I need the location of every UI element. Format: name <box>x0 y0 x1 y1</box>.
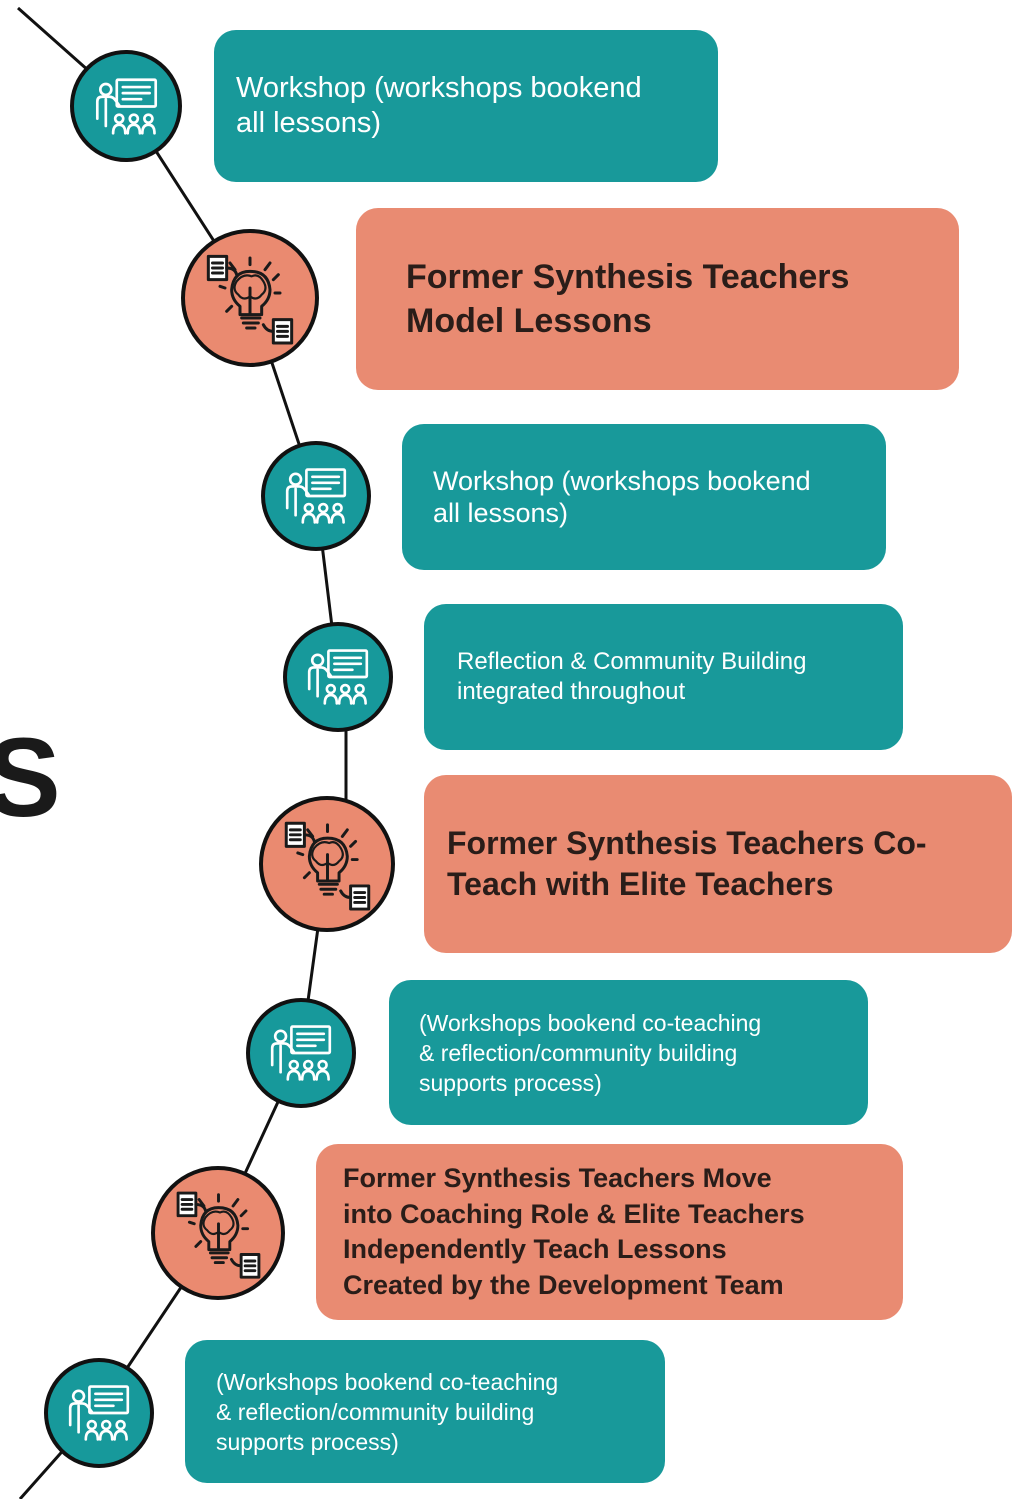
step-text-line: all lessons) <box>433 498 569 528</box>
step-text-line: Workshop (workshops bookend <box>236 72 642 104</box>
step-text-line: all lessons) <box>236 107 382 139</box>
workshop-step-box: (Workshops bookend co-teaching & reflecti… <box>185 1340 665 1483</box>
step-text-line: Former Synthesis Teachers <box>406 258 850 296</box>
step-text-line: into Coaching Role & Elite Teachers <box>343 1198 805 1229</box>
step-text-line: (Workshops bookend co-teaching <box>216 1368 559 1395</box>
step-text-line: Model Lessons <box>406 302 652 340</box>
step-text-line: Former Synthesis Teachers Move <box>343 1163 772 1193</box>
model-step-box: Former Synthesis Teachers Co- Teach with … <box>424 775 1012 953</box>
presentation-icon <box>302 641 374 713</box>
workshop-step-node <box>283 622 393 732</box>
lightbulb-idea-icon <box>278 815 377 914</box>
step-text-line: & reflection/community building <box>216 1398 535 1425</box>
step-text-line: supports process) <box>419 1069 602 1096</box>
presentation-icon <box>63 1377 135 1449</box>
step-text-line: Workshop (workshops bookend <box>433 466 811 496</box>
step-text-line: Independently Teach Lessons <box>343 1234 727 1264</box>
step-text-line: & reflection/community building <box>419 1039 738 1066</box>
step-text-line: Created by the Development Team <box>343 1269 784 1300</box>
model-step-node <box>259 796 395 932</box>
workshop-step-node <box>70 50 182 162</box>
workshop-step-node <box>246 998 356 1108</box>
step-text-line: (Workshops bookend co-teaching <box>419 1009 762 1036</box>
presentation-icon <box>265 1017 337 1089</box>
workshop-step-node <box>44 1358 154 1468</box>
workshop-step-node <box>261 441 371 551</box>
step-text-line: supports process) <box>216 1428 399 1455</box>
workshop-step-box: Reflection & Community Building integrate… <box>424 604 903 750</box>
model-step-node <box>151 1166 285 1300</box>
model-step-box: Former Synthesis Teachers Move into Coach… <box>316 1144 903 1320</box>
step-text-line: Former Synthesis Teachers Co- <box>447 825 927 861</box>
presentation-icon <box>90 70 163 143</box>
lightbulb-idea-icon <box>200 248 300 348</box>
step-text-line: Reflection & Community Building <box>457 648 807 675</box>
lightbulb-idea-icon <box>170 1185 267 1282</box>
step-text-line: Teach with Elite Teachers <box>447 866 834 902</box>
cropped-title-letter: S <box>0 715 61 840</box>
workshop-step-box: (Workshops bookend co-teaching & reflecti… <box>389 980 868 1125</box>
model-step-node <box>181 229 319 367</box>
step-text-line: integrated throughout <box>457 678 686 705</box>
presentation-icon <box>280 460 352 532</box>
